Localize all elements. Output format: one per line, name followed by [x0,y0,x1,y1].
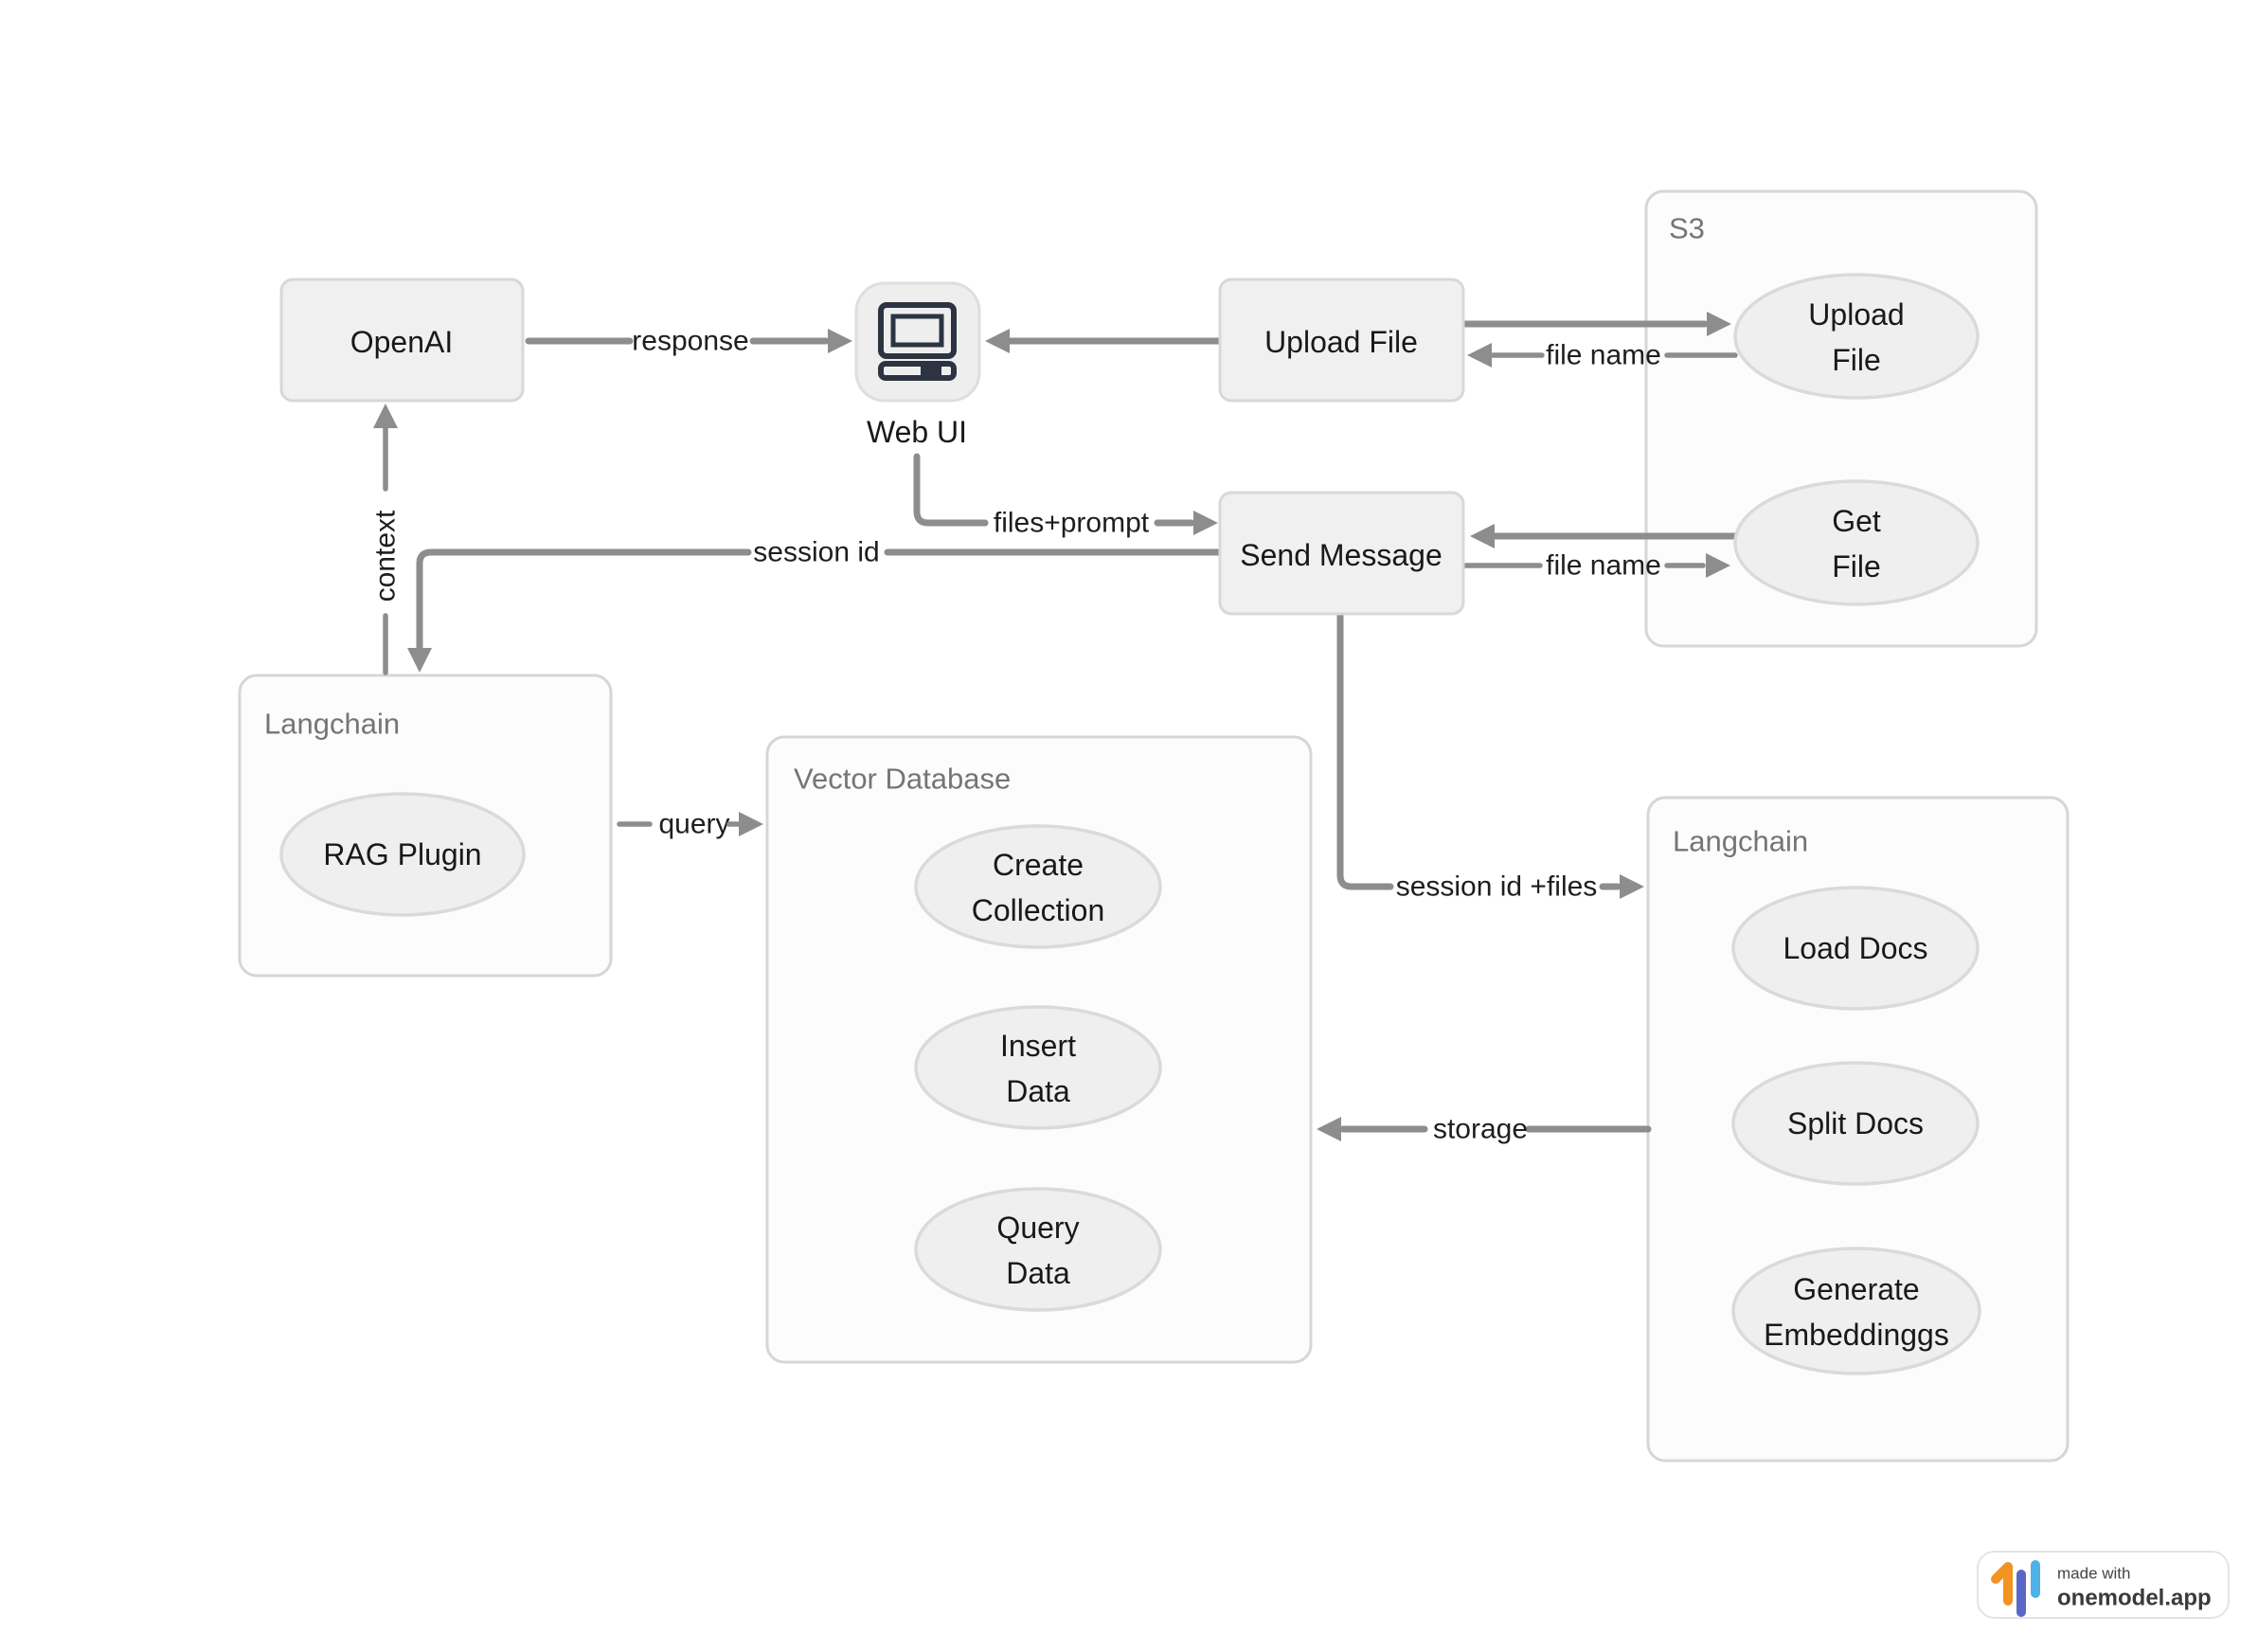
op-rag-plugin: RAG Plugin [279,792,526,917]
op-rag-plugin-label: RAG Plugin [323,837,481,871]
op-query-data: Query Data [914,1187,1162,1312]
arrowhead-right-icon [828,329,852,353]
edge-getfile-to-send [1470,524,1739,548]
op-generate-embeddings: Generate Embeddinggs [1731,1247,1981,1375]
edge-storage-label: storage [1433,1114,1528,1145]
op-load-docs-label: Load Docs [1783,931,1928,965]
edge-s3-file-name-label: file name [1546,340,1661,371]
edge-response-label: response [632,326,748,357]
arrowhead-left-icon [1470,524,1495,548]
op-split-docs: Split Docs [1731,1061,1980,1186]
op-create-collection-line1: Create [993,848,1084,882]
arrowhead-left-icon [1467,343,1492,368]
edge-storage: storage [1317,1114,1652,1145]
arrowhead-right-icon [1620,874,1644,899]
node-openai: OpenAI [279,278,525,403]
arrowhead-left-icon [1317,1117,1341,1141]
edge-context-label: context [370,510,402,602]
op-query-data-line2: Data [1006,1256,1070,1290]
op-insert-data: Insert Data [914,1005,1162,1130]
arrowhead-right-icon [1707,312,1731,336]
badge-made-with-text: made with [2057,1565,2130,1583]
edge-files-prompt: files+prompt [913,453,1218,539]
web-ui-icon-background [854,281,981,403]
edge-session-id: session id [407,537,1224,673]
container-vector-database-label: Vector Database [794,763,1011,796]
container-s3-label: S3 [1669,212,1705,245]
badge-brand-text[interactable]: onemodel.app [2057,1586,2212,1611]
edge-get-file-name: file name [1462,550,1730,582]
edge-uploadfile-to-webui [985,329,1224,353]
node-send-message-label: Send Message [1240,538,1442,572]
computer-icon [878,302,957,381]
onemodel-badge-box[interactable] [1977,1551,2230,1619]
op-s3-get-file-line1: Get [1832,504,1881,538]
onemodel-logo-icon [1991,1560,2040,1617]
op-generate-embeddings-line1: Generate [1793,1272,1919,1306]
op-split-docs-label: Split Docs [1787,1106,1924,1140]
node-web-ui-label: Web UI [867,415,967,449]
computer-icon-key [921,367,941,375]
arrowhead-left-icon [985,329,1010,353]
edge-query: query [617,809,763,840]
op-s3-get-file: Get File [1733,479,1980,606]
onemodel-badge[interactable]: made with onemodel.app [1977,1551,2230,1619]
op-create-collection: Create Collection [914,824,1162,949]
edge-files-prompt-label: files+prompt [994,508,1150,539]
op-s3-upload-file-line2: File [1832,343,1881,377]
arrowhead-right-icon [739,812,763,836]
edge-session-id-label: session id [753,537,879,568]
node-upload-file-label: Upload File [1264,325,1418,359]
container-langchain-right-label: Langchain [1673,825,1808,858]
edge-context: context [370,404,402,675]
arrowhead-up-icon [373,404,398,428]
op-create-collection-line2: Collection [972,893,1105,927]
op-s3-get-file-line2: File [1832,549,1881,584]
op-s3-upload-file: Upload File [1733,273,1980,400]
op-insert-data-line1: Insert [1000,1029,1076,1063]
op-s3-upload-file-line1: Upload [1808,297,1904,332]
container-langchain-left-label: Langchain [264,708,400,741]
edge-session-id-files-label: session id +files [1396,871,1598,903]
op-query-data-line1: Query [996,1211,1079,1245]
node-upload-file-box [1218,278,1465,403]
edge-uploadfile-to-s3 [1461,312,1731,336]
node-web-ui: Web UI [854,281,981,449]
arrowhead-right-icon [1706,553,1730,578]
node-send-message: Send Message [1218,491,1465,616]
arrowhead-right-icon [1193,511,1218,535]
op-generate-embeddings-line2: Embeddinggs [1764,1318,1949,1352]
edge-response: response [525,326,852,357]
op-insert-data-line2: Data [1006,1074,1070,1108]
node-send-message-box [1218,491,1465,616]
edge-session-id-files: session id +files [1336,612,1644,903]
node-openai-box [279,278,525,403]
edge-query-label: query [658,809,729,840]
node-openai-label: OpenAI [350,325,454,359]
node-upload-file: Upload File [1218,278,1465,403]
edge-get-file-name-label: file name [1546,550,1661,582]
edge-s3-file-name-return: file name [1467,340,1738,371]
op-load-docs: Load Docs [1731,886,1980,1011]
arrowhead-down-icon [407,648,432,673]
